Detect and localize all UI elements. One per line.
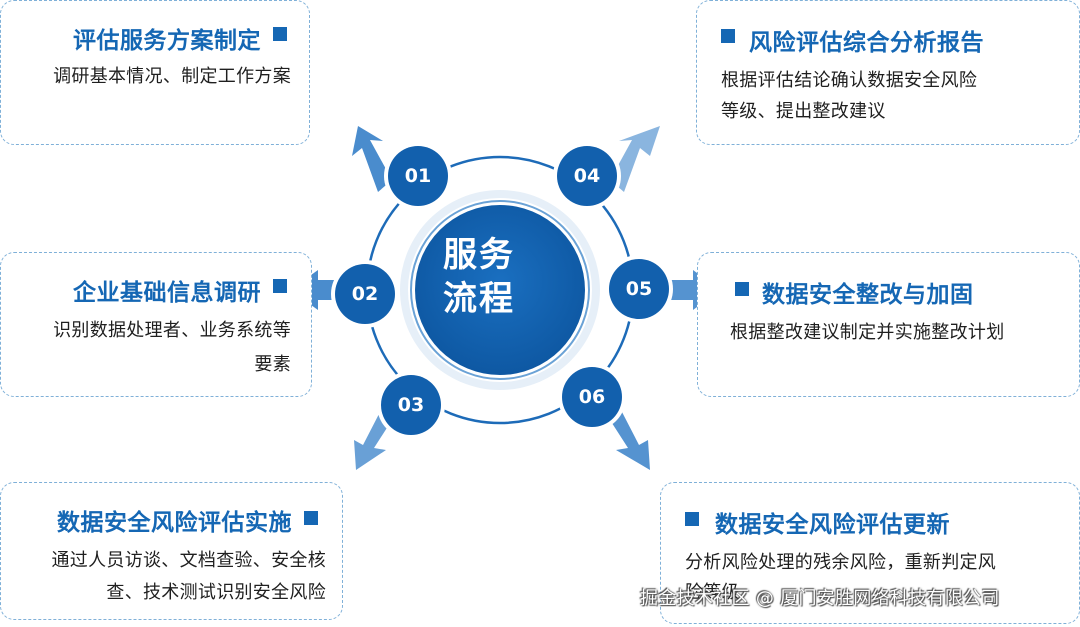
step-desc-06-line2: 险等级 xyxy=(685,582,740,603)
square-bullet-icon xyxy=(273,279,287,293)
step-card-03: 数据安全风险评估实施 通过人员访谈、文档查验、安全核 查、技术测试识别安全风险 xyxy=(0,482,343,620)
step-card-02: 企业基础信息调研 识别数据处理者、业务系统等 要素 xyxy=(0,252,312,397)
step-card-04: 风险评估综合分析报告 根据评估结论确认数据安全风险 等级、提出整改建议 xyxy=(696,0,1080,145)
hub-label: 服务 流程 xyxy=(409,233,549,321)
step-card-05: 数据安全整改与加固 根据整改建议制定并实施整改计划 xyxy=(697,252,1080,397)
arrow-03 xyxy=(354,412,392,470)
step-desc-03-line2: 查、技术测试识别安全风险 xyxy=(106,582,326,603)
square-bullet-icon xyxy=(273,27,287,41)
step-desc-05-line1: 根据整改建议制定并实施整改计划 xyxy=(730,322,1005,343)
step-title-03: 数据安全风险评估实施 xyxy=(57,510,292,536)
arrow-04 xyxy=(610,126,660,192)
step-desc-04-line2: 等级、提出整改建议 xyxy=(721,101,886,122)
step-number-05: 05 xyxy=(609,259,669,319)
step-title-01: 评估服务方案制定 xyxy=(73,28,261,54)
step-desc-06-line1: 分析风险处理的残余风险，重新判定风 xyxy=(685,552,997,573)
step-desc-04-line1: 根据评估结论确认数据安全风险 xyxy=(721,70,978,91)
step-title-06: 数据安全风险评估更新 xyxy=(715,512,950,538)
step-card-06: 数据安全风险评估更新 分析风险处理的残余风险，重新判定风 险等级 xyxy=(660,482,1080,624)
hub-label-line2: 流程 xyxy=(443,279,515,319)
step-number-06: 06 xyxy=(562,367,622,427)
step-card-01: 评估服务方案制定 调研基本情况、制定工作方案 xyxy=(0,0,310,145)
step-title-02: 企业基础信息调研 xyxy=(73,280,261,306)
step-number-04: 04 xyxy=(557,146,617,206)
watermark: 掘金技术社区 @ 厦门安胜网络科技有限公司 xyxy=(640,588,1000,609)
step-title-04: 风险评估综合分析报告 xyxy=(749,30,984,56)
square-bullet-icon xyxy=(685,512,699,526)
arrow-01 xyxy=(352,126,392,192)
hub-inner-ring xyxy=(410,200,590,380)
arrow-02 xyxy=(290,270,345,310)
square-bullet-icon xyxy=(721,29,735,43)
step-desc-02-line2: 要素 xyxy=(254,354,291,375)
hub-circle xyxy=(415,205,585,375)
square-bullet-icon xyxy=(735,282,749,296)
square-bullet-icon xyxy=(304,511,318,525)
step-number-03: 03 xyxy=(381,375,441,435)
step-number-01: 01 xyxy=(388,146,448,206)
hub-label-line1: 服务 xyxy=(443,235,515,275)
arrow-05 xyxy=(670,270,720,310)
step-desc-01-line1: 调研基本情况、制定工作方案 xyxy=(53,66,291,87)
step-desc-03-line1: 通过人员访谈、文档查验、安全核 xyxy=(51,550,326,571)
step-number-02: 02 xyxy=(335,264,395,324)
arrow-06 xyxy=(610,412,650,470)
step-desc-02-line1: 识别数据处理者、业务系统等 xyxy=(53,320,291,341)
step-title-05: 数据安全整改与加固 xyxy=(762,282,974,308)
